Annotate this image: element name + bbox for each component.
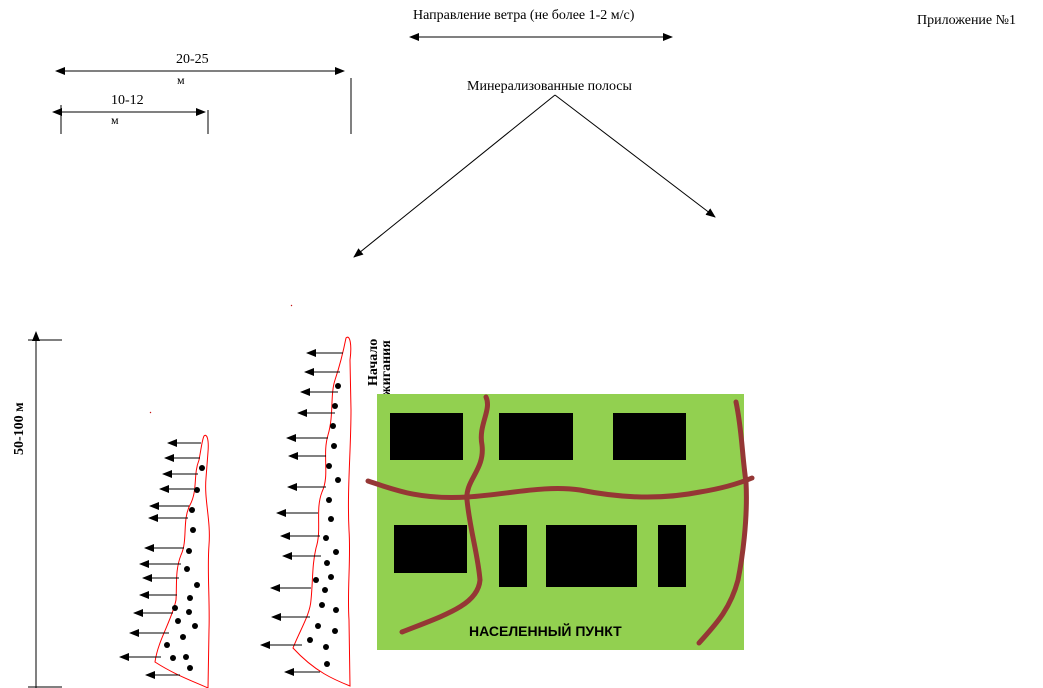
building: [390, 413, 463, 460]
ember-dot-icon: [180, 634, 186, 640]
dim-inner-unit: м: [111, 113, 119, 127]
ember-dot-icon: [326, 497, 332, 503]
settlement-label: НАСЕЛЕННЫЙ ПУНКТ: [469, 623, 622, 639]
dim-outer-unit: м: [177, 73, 185, 87]
stray-mark: [149, 411, 152, 414]
ember-dot-icon: [326, 463, 332, 469]
ember-dot-icon: [183, 654, 189, 660]
ember-dot-icon: [322, 587, 328, 593]
ember-dot-icon: [323, 644, 329, 650]
ember-dot-icon: [186, 609, 192, 615]
dim-outer-value: 20-25: [176, 52, 209, 67]
road: [399, 394, 490, 635]
ember-dots-left: [164, 465, 205, 671]
strip-pointer-left: [353, 94, 556, 258]
ember-dot-icon: [335, 383, 341, 389]
ember-dot-icon: [190, 527, 196, 533]
ember-dot-icon: [199, 465, 205, 471]
ember-dots-right: [307, 383, 341, 667]
ember-dot-icon: [333, 607, 339, 613]
ember-dot-icon: [194, 582, 200, 588]
building: [658, 525, 686, 587]
wind-direction-label: Направление ветра (не более 1-2 м/с): [413, 8, 635, 23]
building: [613, 413, 686, 460]
mineralized-strip-right: [292, 336, 352, 687]
building: [499, 413, 573, 460]
ember-dot-icon: [335, 477, 341, 483]
ember-dot-icon: [187, 595, 193, 601]
mineralized-strips-label: Минерализованные полосы: [467, 79, 632, 94]
ember-dot-icon: [192, 623, 198, 629]
ember-dot-icon: [194, 487, 200, 493]
ember-dot-icon: [184, 566, 190, 572]
ember-dot-icon: [164, 642, 170, 648]
ember-dot-icon: [324, 560, 330, 566]
ember-dot-icon: [315, 623, 321, 629]
ember-dot-icon: [175, 618, 181, 624]
ember-dot-icon: [323, 535, 329, 541]
ember-dot-icon: [328, 574, 334, 580]
ember-dot-icon: [319, 602, 325, 608]
ember-dot-icon: [186, 548, 192, 554]
mineralized-strip-left: [154, 434, 210, 688]
building: [546, 525, 637, 587]
ember-dot-icon: [189, 507, 195, 513]
ember-dot-icon: [324, 661, 330, 667]
ember-dot-icon: [331, 443, 337, 449]
ember-dot-icon: [313, 577, 319, 583]
building: [394, 525, 467, 573]
fire-arrows-left: [119, 439, 201, 679]
fire-arrows-right: [260, 349, 343, 676]
ember-dot-icon: [187, 665, 193, 671]
ember-dot-icon: [333, 549, 339, 555]
road: [696, 399, 749, 646]
building: [499, 525, 527, 587]
ember-dot-icon: [172, 605, 178, 611]
ember-dot-icon: [330, 423, 336, 429]
road: [365, 475, 755, 501]
ember-dot-icon: [332, 403, 338, 409]
stray-mark: [290, 304, 293, 307]
ember-dot-icon: [328, 516, 334, 522]
appendix-label: Приложение №1: [917, 13, 1016, 28]
ember-dot-icon: [307, 637, 313, 643]
ember-dot-icon: [170, 655, 176, 661]
ember-dot-icon: [332, 628, 338, 634]
strip-pointer-right: [554, 94, 716, 218]
dim-inner-value: 10-12: [111, 93, 144, 108]
